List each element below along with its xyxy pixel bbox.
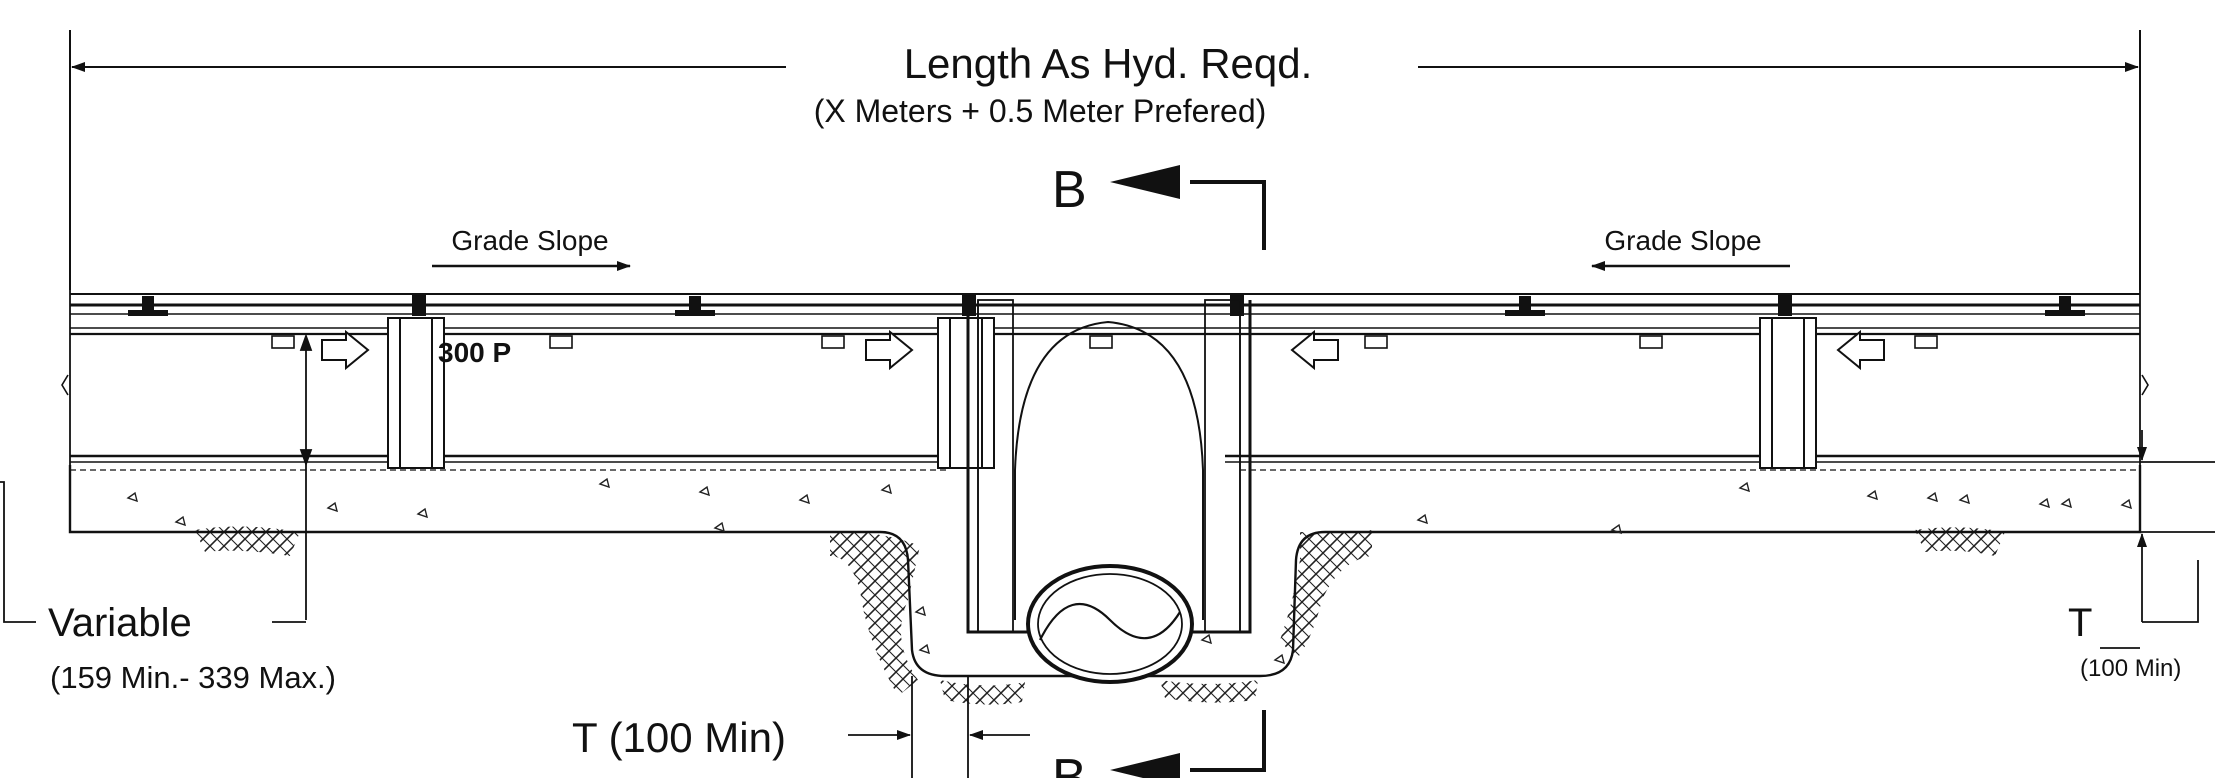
aggregate-marks [126,477,2132,665]
variable-sublabel: (159 Min.- 339 Max.) [50,660,336,695]
grade-slope-right-label: Grade Slope [1604,225,1761,256]
outlet-catch-pit [966,299,1252,634]
section-label-top: B [1052,161,1087,219]
section-marker-bottom [1110,710,1266,778]
variable-label: Variable [48,601,192,645]
t-thickness-dimension-bottom [848,676,1030,778]
length-sublabel: (X Meters + 0.5 Meter Prefered) [814,93,1267,129]
variable-depth-dimension [0,333,313,623]
t-min-bottom-label: T (100 Min) [572,714,786,761]
flow-arrows [321,329,1885,371]
outlet-pipe [1026,564,1194,684]
soil-hatching [195,526,2005,705]
length-dimension [69,30,2141,290]
t-right-label: T [2068,601,2092,645]
section-label-bottom: B [1052,749,1087,778]
t-thickness-dimension-right [2100,430,2215,649]
section-marker-top [1110,165,1266,250]
t-right-sublabel: (100 Min) [2080,655,2181,682]
channel-mark-label: 300 P [438,337,511,368]
channel-body [61,260,2149,470]
length-label: Length As Hyd. Reqd. [904,40,1313,87]
channel-joints [387,317,1817,469]
rebate-notches [271,335,1938,349]
grade-slope-left-label: Grade Slope [451,225,608,256]
locking-bolts [128,294,2085,316]
